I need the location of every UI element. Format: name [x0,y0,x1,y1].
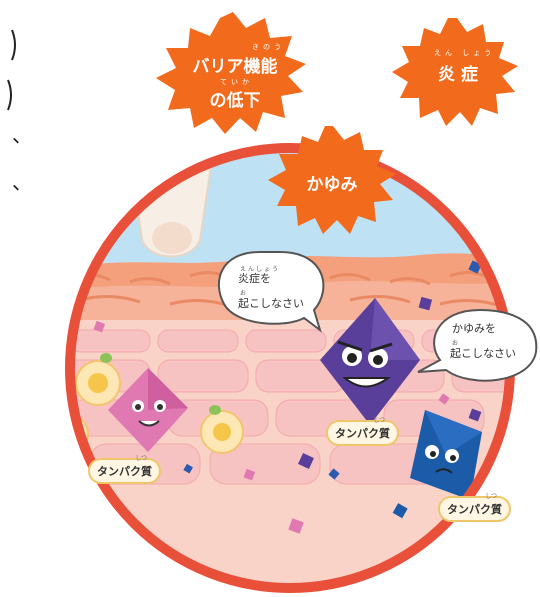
barrier-label-2: の低下 [209,91,261,111]
edge-arc [11,29,16,61]
bubble-left-ruby-1: えんしょう [240,266,281,273]
bubble-right-ruby-2: お [452,340,461,347]
barrier-label-1: バリア機能 [192,57,278,77]
bubble-left-line-1: 炎症を [238,272,271,285]
bubble-right-line-2: 起こしなさい [450,347,516,360]
barrier-ruby-1: きのう [252,43,285,51]
protein-tag-blue: しつ タンパク質 [438,493,511,522]
protein-tag-blue-label: タンパク質 [447,503,502,516]
protein-tag-pink: しつ タンパク質 [88,455,161,484]
purple-protein-character [320,298,420,425]
edge-comma: 、 [12,123,32,147]
edge-arc [7,79,12,111]
bubble-right-line-1: かゆみを [452,322,496,335]
inflammation-burst [392,18,518,126]
protein-tag-purple: しつ タンパク質 [326,417,399,446]
inflammation-label: 炎 症 [438,65,478,85]
bubble-left-shape [217,251,325,333]
barrier-burst [156,12,306,134]
bubble-left-line-2: 起こしなさい [238,297,304,310]
protein-tag-pink-ruby: しつ [135,455,147,462]
edge-comma: 、 [12,170,32,194]
protein-tag-blue-ruby: しつ [485,493,497,500]
itch-burst [268,126,396,234]
protein-tag-pink-label: タンパク質 [97,465,152,478]
protein-tag-purple-label: タンパク質 [335,427,390,440]
inflammation-ruby: えん しょう [434,49,496,57]
bubble-left-ruby-2: お [240,290,249,297]
fingernail [152,222,192,254]
blue-protein-character [410,410,482,500]
protein-tag-purple-ruby: しつ [373,417,385,424]
barrier-ruby-2: ていか [220,78,253,86]
pink-protein-character [108,368,188,452]
itch-label: かゆみ [306,175,358,195]
bubble-right-shape [417,308,538,382]
